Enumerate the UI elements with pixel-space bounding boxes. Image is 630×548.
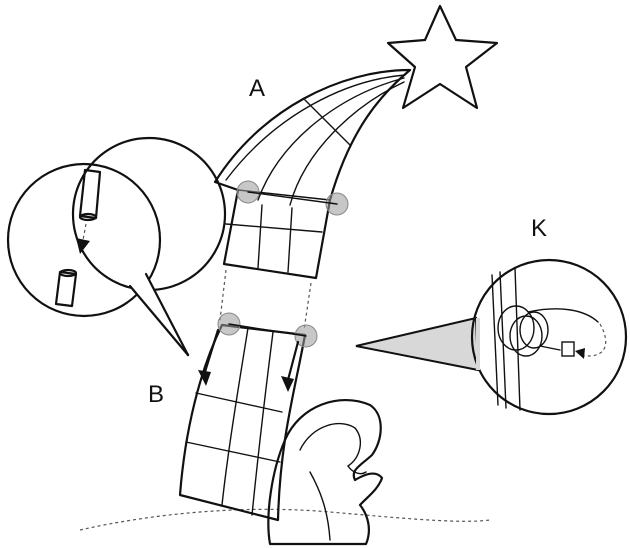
tube-connector-icon [54, 268, 78, 308]
left-callout [6, 136, 227, 357]
label-b: B [148, 381, 164, 408]
label-a: A [249, 75, 265, 102]
tube-connector-icon [78, 168, 102, 222]
figure-silhouette-icon [267, 398, 384, 546]
label-k: K [531, 215, 547, 242]
ground-line [79, 508, 491, 531]
right-callout [355, 258, 628, 416]
knot-ring-icon [497, 305, 607, 359]
section-b [178, 312, 318, 522]
section-a [213, 68, 412, 280]
arrow-down-icon [76, 223, 90, 254]
star-icon [386, 4, 499, 110]
